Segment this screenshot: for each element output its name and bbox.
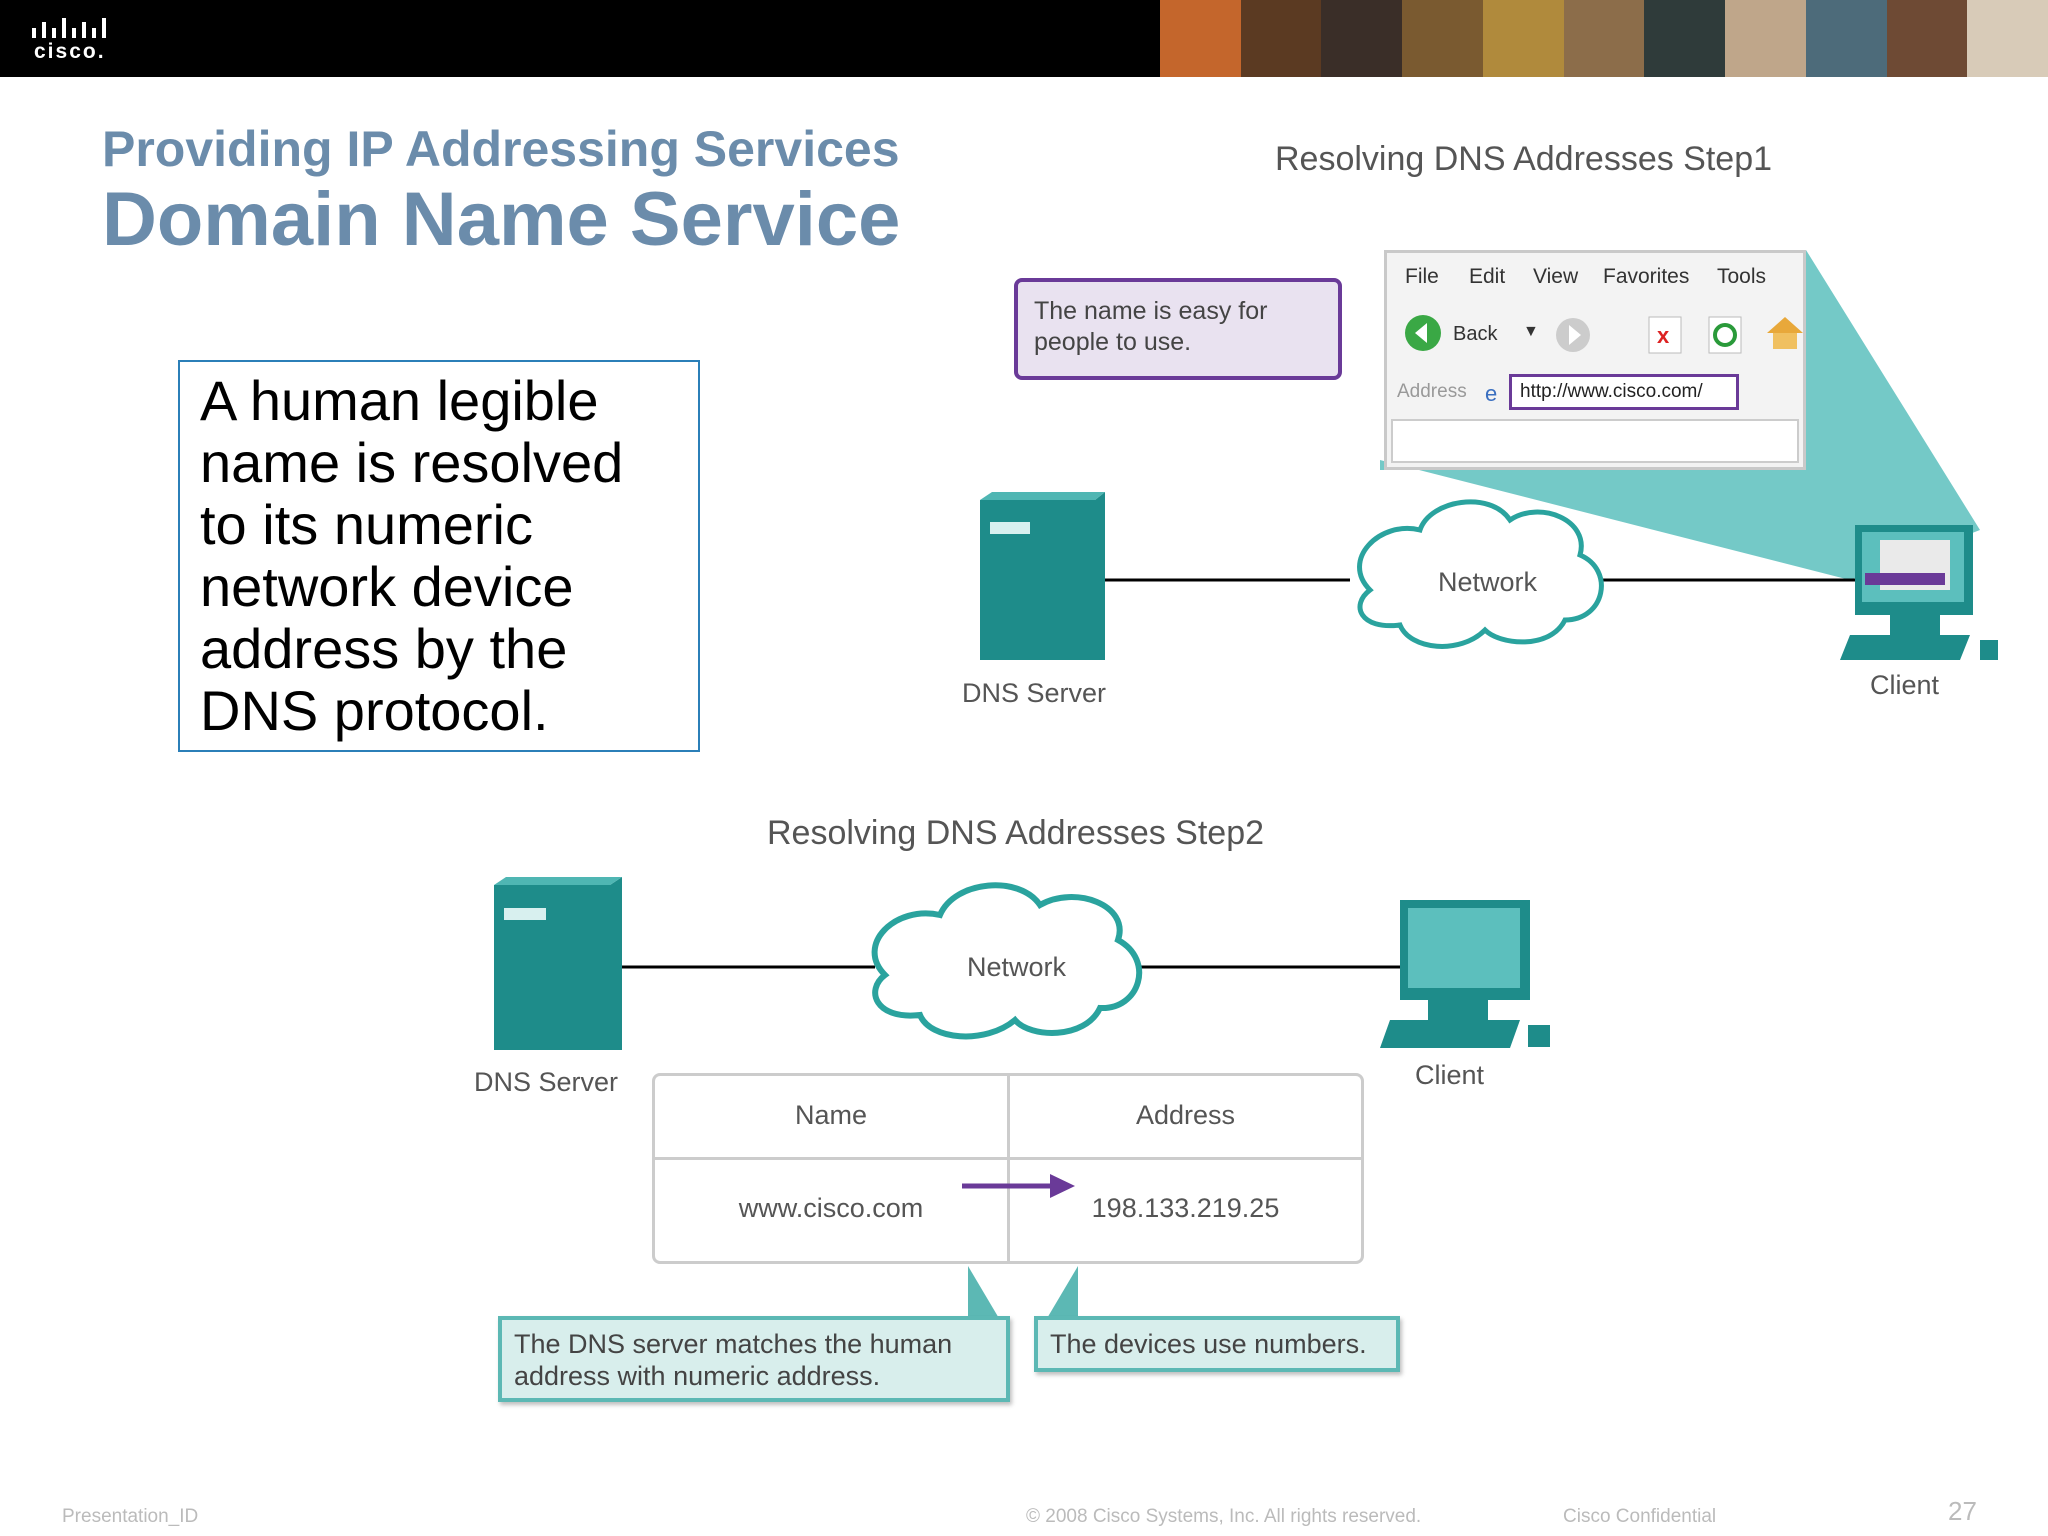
arrow-right-icon	[962, 1174, 1075, 1198]
diagram2-client-label: Client	[1415, 1060, 1485, 1090]
table-header-name: Name	[794, 1100, 868, 1130]
menu-edit[interactable]: Edit	[1469, 265, 1506, 288]
diagram2-server-label: DNS Server	[474, 1067, 619, 1097]
network-cloud-icon	[1357, 499, 1604, 649]
callout-line: The DNS server matches the human	[514, 1329, 953, 1359]
body-line: name is resolved	[200, 431, 624, 494]
home-icon[interactable]	[1765, 313, 1805, 353]
cisco-logo-icon	[32, 18, 106, 38]
page-icon: e	[1485, 381, 1498, 406]
refresh-icon[interactable]	[1707, 315, 1743, 355]
logo-text: cisco.	[34, 40, 106, 63]
forward-arrow-icon[interactable]	[1553, 315, 1593, 355]
dns-lookup-table: Name Address www.cisco.com 198.133.219.2…	[652, 1073, 1364, 1264]
body-line: address by the	[200, 617, 568, 680]
slide-subtitle: Providing IP Addressing Services	[102, 121, 900, 177]
body-line: to its numeric	[200, 493, 533, 556]
diagram1-network-label: Network	[1438, 567, 1538, 597]
diagram2-network-label: Network	[967, 952, 1067, 982]
browser-content-area	[1391, 419, 1799, 463]
browser-window: File Edit View Favorites Tools Back ▼ x …	[1384, 250, 1806, 470]
address-label: Address	[1397, 381, 1467, 402]
header-photo-strip	[1160, 0, 2048, 77]
diagram2-title: Resolving DNS Addresses Step2	[767, 814, 1265, 852]
chevron-down-icon[interactable]: ▼	[1523, 323, 1539, 340]
diagram2-network	[494, 877, 1550, 1050]
network-cloud-icon	[871, 882, 1143, 1040]
body-line: A human legible	[200, 369, 599, 432]
address-field[interactable]: http://www.cisco.com/	[1509, 374, 1739, 410]
zoom-wedge	[1380, 250, 1980, 580]
footer-copyright: © 2008 Cisco Systems, Inc. All rights re…	[1026, 1506, 1422, 1527]
body-line: network device	[200, 555, 574, 618]
table-cell-name: www.cisco.com	[738, 1193, 924, 1223]
body-text-box: A human legible name is resolved to its …	[178, 360, 700, 752]
callout-line: people to use.	[1034, 328, 1192, 356]
devices-callout: The devices use numbers.	[1034, 1316, 1400, 1372]
back-arrow-icon[interactable]	[1403, 313, 1443, 353]
header-bar: cisco.	[0, 0, 2048, 77]
diagram1-client-label: Client	[1870, 670, 1940, 700]
callout-line: The name is easy for	[1034, 297, 1268, 325]
svg-text:x: x	[1657, 323, 1670, 348]
body-line: DNS protocol.	[200, 679, 549, 742]
callout-line: address with numeric address.	[514, 1361, 881, 1391]
diagram1-server-label: DNS Server	[962, 678, 1107, 708]
diagram1-title: Resolving DNS Addresses Step1	[1275, 140, 1773, 178]
footer-presentation-id: Presentation_ID	[62, 1506, 199, 1527]
table-cell-address: 198.133.219.25	[1091, 1193, 1280, 1223]
dns-server-callout: The DNS server matches the human address…	[498, 1316, 1010, 1402]
footer-confidential: Cisco Confidential	[1563, 1506, 1717, 1527]
menu-file[interactable]: File	[1405, 265, 1439, 288]
callout-pointers	[968, 1266, 1078, 1320]
diagram1-callout: The name is easy for people to use.	[1014, 278, 1342, 380]
client-computer-icon	[1380, 900, 1550, 1048]
slide-title: Domain Name Service	[102, 177, 901, 262]
back-label[interactable]: Back	[1453, 323, 1498, 345]
menu-favorites[interactable]: Favorites	[1603, 265, 1690, 288]
page-number: 27	[1948, 1496, 1977, 1526]
table-header-address: Address	[1135, 1100, 1236, 1130]
dns-server-icon	[494, 877, 622, 1050]
menu-view[interactable]: View	[1533, 265, 1579, 288]
client-computer-icon	[1840, 525, 1998, 660]
diagram1-network	[980, 492, 1998, 660]
menu-tools[interactable]: Tools	[1717, 265, 1767, 288]
stop-icon[interactable]: x	[1647, 315, 1683, 355]
dns-server-icon	[980, 492, 1105, 660]
